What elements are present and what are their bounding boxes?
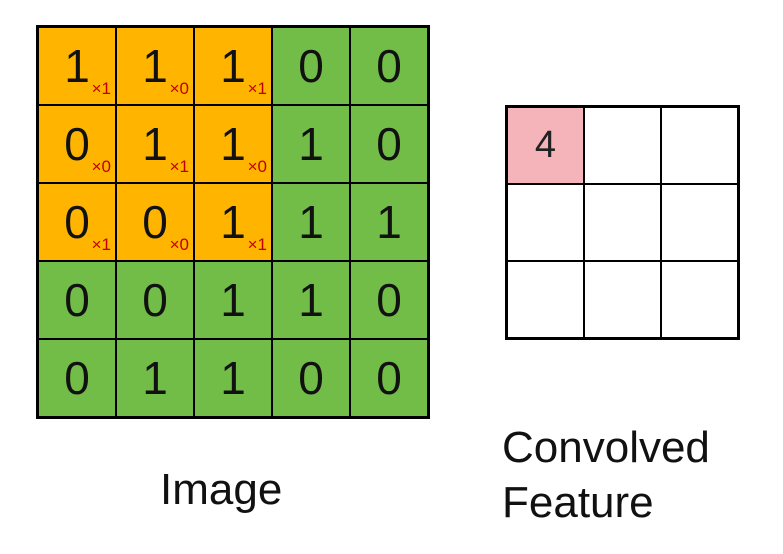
image-caption: Image: [160, 465, 283, 514]
kernel-window-cell: 0×0: [38, 105, 116, 183]
kernel-weight: ×0: [247, 157, 267, 176]
caption-line-1: Convolved: [502, 423, 710, 472]
image-cell: 0: [38, 339, 116, 417]
image-cell: 0: [38, 261, 116, 339]
cell-value: 0: [298, 352, 324, 404]
kernel-window-cell: 0×0: [116, 183, 194, 261]
image-cell: 0: [116, 261, 194, 339]
cell-value: 1: [220, 274, 246, 326]
image-cell: 1: [194, 339, 272, 417]
convolved-feature-matrix: 4: [505, 105, 740, 340]
image-cell: 0: [350, 27, 428, 105]
cell-value: 0: [142, 196, 168, 248]
feature-cell-empty: [507, 184, 584, 261]
cell-value: 1: [220, 40, 246, 92]
feature-cell-empty: [661, 107, 738, 184]
feature-cell-empty: [661, 261, 738, 338]
image-cell: 1: [194, 261, 272, 339]
cell-value: 0: [64, 352, 90, 404]
convolved-feature-caption: Convolved Feature: [502, 420, 710, 530]
cell-value: 1: [64, 40, 90, 92]
cell-value: 1: [220, 196, 246, 248]
image-cell: 1: [272, 105, 350, 183]
kernel-weight: ×0: [169, 235, 189, 254]
cell-value: 0: [142, 274, 168, 326]
cell-value: 1: [298, 274, 324, 326]
cell-value: 1: [220, 352, 246, 404]
kernel-weight: ×1: [91, 235, 111, 254]
cell-value: 0: [376, 352, 402, 404]
feature-value: 4: [534, 124, 557, 166]
feature-cell-empty: [584, 184, 661, 261]
kernel-weight: ×1: [169, 157, 189, 176]
cell-value: 0: [64, 196, 90, 248]
cell-value: 0: [298, 40, 324, 92]
image-cell: 0: [272, 339, 350, 417]
cell-value: 1: [298, 196, 324, 248]
image-cell: 1: [272, 261, 350, 339]
feature-cell-empty: [584, 261, 661, 338]
feature-cell-empty: [507, 261, 584, 338]
kernel-weight: ×1: [91, 79, 111, 98]
kernel-weight: ×1: [247, 79, 267, 98]
kernel-weight: ×0: [91, 157, 111, 176]
feature-cell-filled: 4: [507, 107, 584, 184]
kernel-weight: ×1: [247, 235, 267, 254]
cell-value: 0: [376, 274, 402, 326]
feature-cell-empty: [584, 107, 661, 184]
cell-value: 1: [220, 118, 246, 170]
cell-value: 0: [376, 40, 402, 92]
kernel-window-cell: 1×1: [38, 27, 116, 105]
image-cell: 1: [350, 183, 428, 261]
image-cell: 1: [272, 183, 350, 261]
kernel-window-cell: 1×0: [194, 105, 272, 183]
image-cell: 0: [272, 27, 350, 105]
cell-value: 1: [142, 118, 168, 170]
cell-value: 1: [376, 196, 402, 248]
kernel-window-cell: 1×1: [194, 27, 272, 105]
kernel-window-cell: 1×1: [194, 183, 272, 261]
image-cell: 0: [350, 339, 428, 417]
image-cell: 1: [116, 339, 194, 417]
image-cell: 0: [350, 105, 428, 183]
kernel-weight: ×0: [169, 79, 189, 98]
kernel-window-cell: 0×1: [38, 183, 116, 261]
feature-cell-empty: [661, 184, 738, 261]
cell-value: 0: [376, 118, 402, 170]
kernel-window-cell: 1×1: [116, 105, 194, 183]
cell-value: 1: [142, 352, 168, 404]
image-cell: 0: [350, 261, 428, 339]
cell-value: 0: [64, 274, 90, 326]
cell-value: 1: [142, 40, 168, 92]
cell-value: 1: [298, 118, 324, 170]
cell-value: 0: [64, 118, 90, 170]
caption-line-2: Feature: [502, 478, 654, 527]
kernel-window-cell: 1×0: [116, 27, 194, 105]
